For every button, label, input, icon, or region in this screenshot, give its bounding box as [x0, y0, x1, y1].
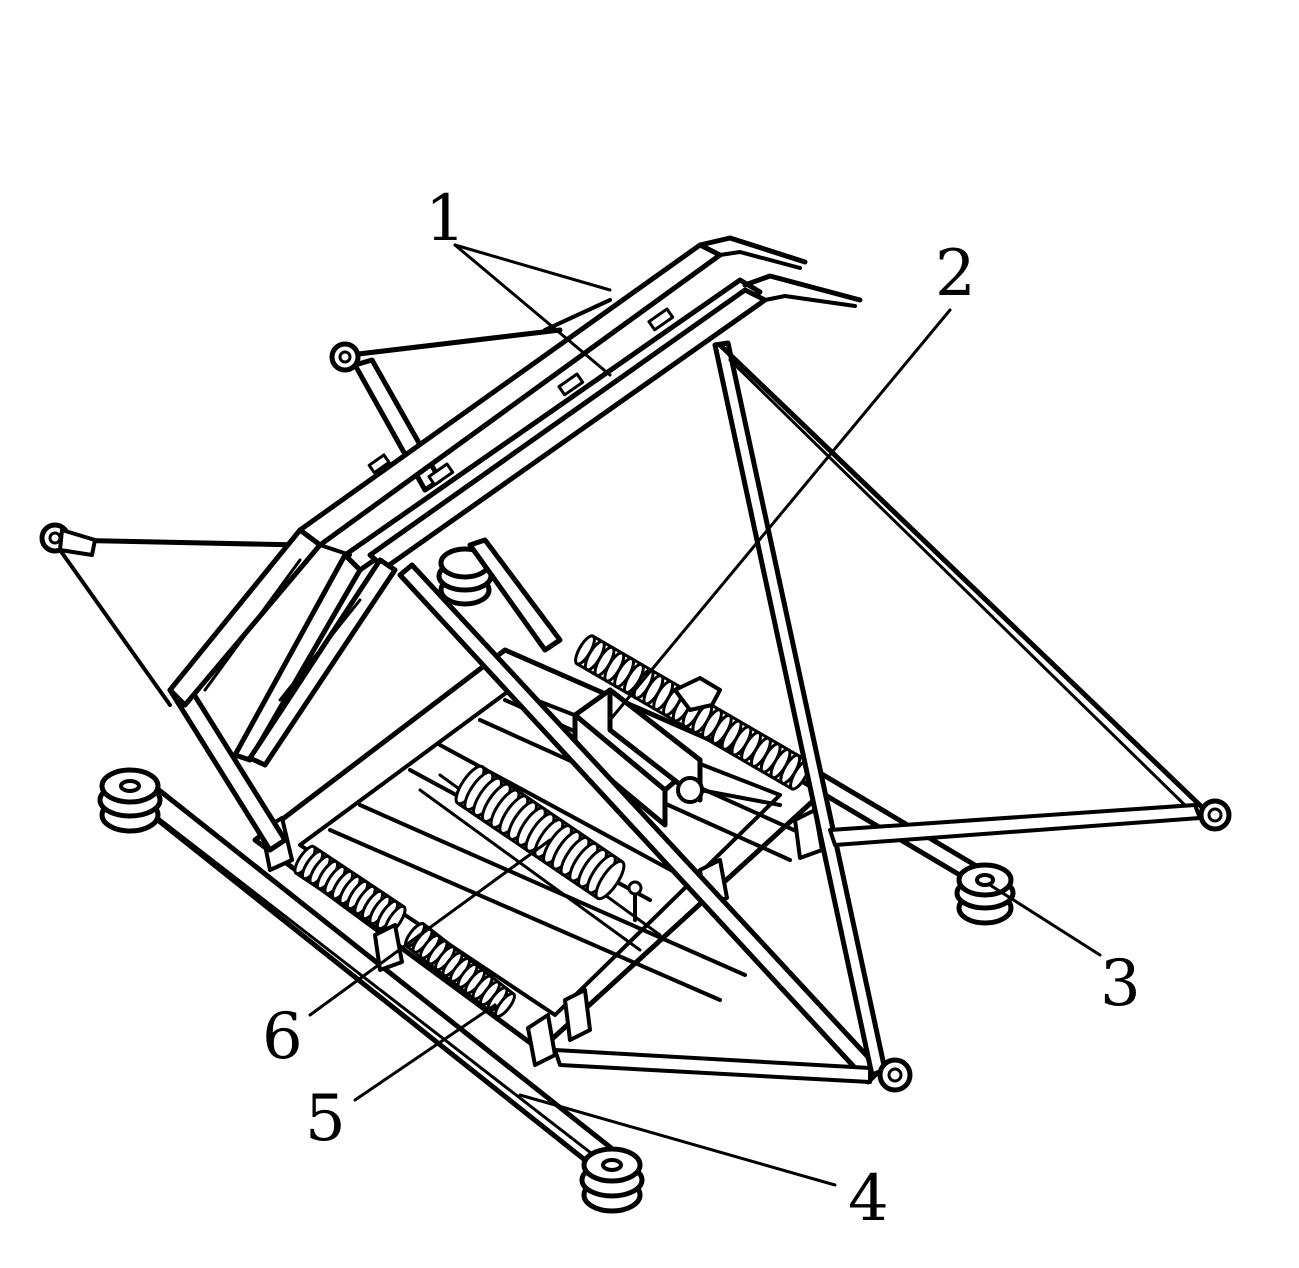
insulator-front-right [579, 1146, 645, 1214]
spring-edge [404, 944, 498, 1018]
spring-lower-right [404, 922, 516, 1018]
spring-edge [480, 765, 624, 864]
leader-6 [308, 838, 552, 1017]
spring-edge [575, 662, 794, 791]
drive-cylinder [572, 676, 782, 828]
spring-middle [454, 764, 626, 901]
callout-4: 4 [848, 1162, 889, 1236]
leader-1b [453, 243, 612, 377]
spring-edge [294, 871, 388, 935]
upper-frame [167, 235, 863, 768]
spring-edge [456, 801, 600, 900]
callout-5: 5 [305, 1082, 346, 1156]
leader-2 [608, 308, 952, 722]
leader-3 [988, 883, 1102, 957]
insulator-front-left [97, 767, 163, 834]
spring-edge [312, 845, 406, 909]
callout-2: 2 [935, 237, 976, 311]
tension-rods [57, 327, 1208, 1084]
leader-lines [308, 243, 1102, 1187]
leader-4 [518, 1093, 837, 1187]
joint-eyes [39, 341, 1232, 1093]
leader-5 [353, 1003, 497, 1102]
callout-6: 6 [262, 1000, 303, 1074]
callouts: 1 2 3 4 5 6 [262, 182, 1141, 1236]
leader-1a [453, 243, 612, 292]
callout-3: 3 [1100, 947, 1141, 1021]
insulator-back-right [954, 862, 1016, 926]
callout-1: 1 [425, 182, 466, 256]
spring-edge [422, 922, 516, 996]
